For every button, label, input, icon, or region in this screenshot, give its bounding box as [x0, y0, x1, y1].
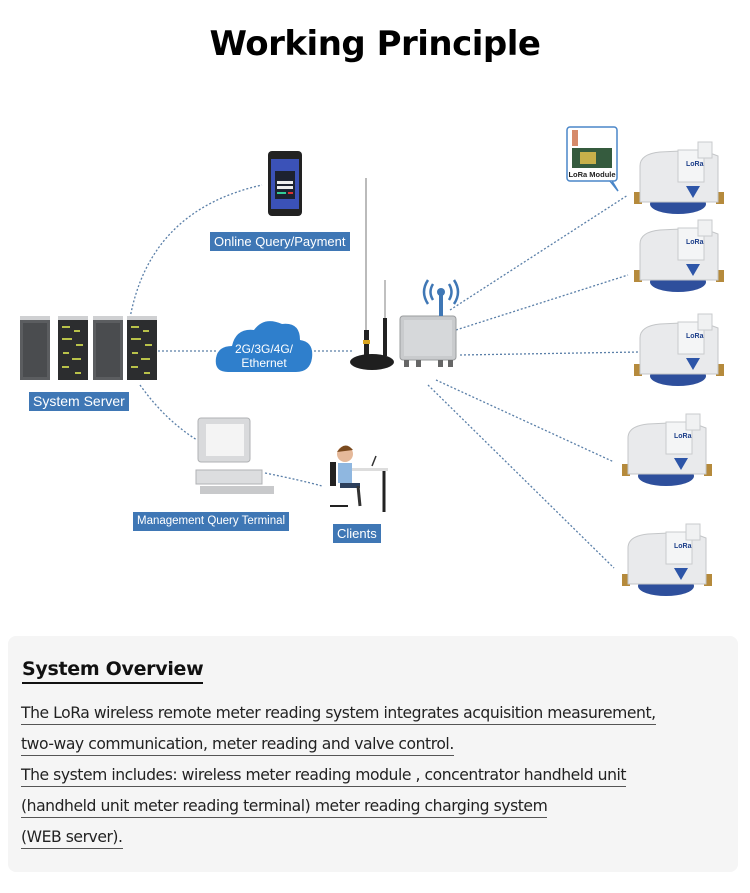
water-meter-icon: LoRa: [634, 141, 724, 214]
overview-line-3: The system includes: wireless meter read…: [21, 766, 627, 787]
working-principle-diagram: 2G/3G/4G/ Ethernet: [0, 110, 750, 620]
system-overview-panel: System Overview The LoRa wireless remote…: [8, 636, 738, 872]
page-title: Working Principle: [209, 24, 541, 64]
smartphone-icon: [268, 151, 302, 216]
antenna-icon: [350, 178, 394, 370]
cloud-network-icon: 2G/3G/4G/ Ethernet: [215, 321, 313, 372]
link-concentrator-meter-4: [435, 379, 615, 463]
water-meter-icon: LoRa: [622, 413, 712, 486]
cloud-label-line1: 2G/3G/4G/: [235, 342, 294, 356]
water-meter-icon: LoRa: [634, 313, 724, 386]
connection-links: [129, 184, 641, 569]
link-server-terminal: [139, 384, 198, 441]
overview-line-1: The LoRa wireless remote meter reading s…: [21, 704, 656, 725]
overview-line-5: (WEB server).: [21, 828, 123, 849]
meter-lora-badge: LoRa: [686, 161, 704, 168]
management-query-terminal-label: Management Query Terminal: [133, 512, 290, 531]
link-server-phone: [129, 184, 263, 319]
meter-lora-badge: LoRa: [686, 333, 704, 340]
online-query-payment-label: Online Query/Payment: [210, 232, 350, 251]
link-concentrator-meter-1: [449, 194, 629, 311]
water-meter-icon: LoRa: [634, 219, 724, 292]
water-meter-icon: LoRa: [622, 523, 712, 596]
system-overview-heading: System Overview: [22, 658, 204, 684]
link-concentrator-meter-3: [459, 351, 641, 356]
meter-lora-badge: LoRa: [674, 543, 692, 550]
server-racks-icon: [20, 316, 157, 380]
cloud-label-line2: Ethernet: [241, 356, 287, 370]
overview-line-2: two-way communication, meter reading and…: [21, 735, 454, 756]
client-person-icon: [330, 445, 388, 512]
system-server-label: System Server: [29, 392, 129, 411]
concentrator-icon: [399, 279, 460, 367]
lora-module-callout: LoRa Module: [566, 126, 619, 192]
meter-lora-badge: LoRa: [674, 433, 692, 440]
link-terminal-clients: [264, 472, 323, 487]
computer-terminal-icon: [195, 417, 274, 494]
overview-line-4: (handheld unit meter reading terminal) m…: [21, 797, 548, 818]
link-concentrator-meter-5: [427, 384, 615, 569]
clients-label: Clients: [333, 524, 381, 543]
meter-lora-badge: LoRa: [686, 239, 704, 246]
link-concentrator-meter-2: [455, 274, 629, 331]
lora-module-label: LoRa Module: [568, 170, 615, 179]
